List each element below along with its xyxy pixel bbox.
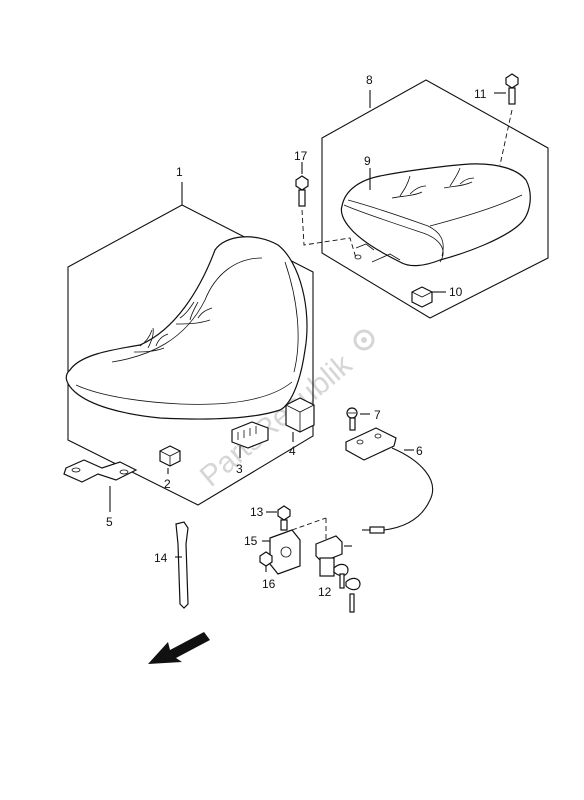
nut-2[interactable] [159, 445, 181, 467]
callout-6: 6 [416, 444, 423, 458]
rear-seat[interactable] [340, 163, 531, 267]
main-seat-group [65, 182, 315, 506]
callout-16: 16 [262, 577, 276, 591]
bracket-5[interactable] [63, 459, 138, 512]
callout-8: 8 [366, 73, 373, 87]
gear-icon [353, 329, 375, 351]
callout-11: 11 [474, 87, 487, 101]
band-14[interactable] [175, 521, 189, 609]
callout-5: 5 [106, 515, 113, 529]
bolt-16[interactable] [259, 551, 273, 572]
lock-bracket-15[interactable] [262, 529, 301, 575]
callout-3: 3 [236, 462, 243, 476]
callout-2: 2 [164, 477, 171, 491]
rear-seat-frame [321, 79, 549, 319]
callout-labels: 1 2 3 4 5 6 7 8 9 10 11 12 13 14 15 16 1… [106, 73, 487, 599]
callout-13: 13 [250, 505, 264, 519]
callout-17: 17 [294, 149, 308, 163]
seat-lock-set-12[interactable] [315, 535, 361, 613]
callout-1: 1 [176, 165, 183, 179]
seat-lock-cable-6[interactable] [345, 427, 434, 534]
seat-cushion-block-4[interactable] [285, 397, 315, 433]
rear-seat-group [295, 73, 549, 319]
callout-12: 12 [318, 585, 332, 599]
front-arrow-icon [148, 632, 210, 664]
callout-14: 14 [154, 551, 168, 565]
callout-7: 7 [374, 408, 381, 422]
bolt-7[interactable] [346, 407, 370, 431]
callout-4: 4 [289, 444, 296, 458]
callout-15: 15 [244, 534, 258, 548]
callout-10: 10 [449, 285, 463, 299]
main-seat[interactable] [65, 236, 308, 420]
bolt-13[interactable] [266, 505, 291, 531]
nut-10[interactable] [411, 286, 446, 308]
bolt-11[interactable] [494, 73, 519, 105]
bolt-17[interactable] [295, 162, 309, 207]
damper-3[interactable] [231, 421, 269, 449]
callout-9: 9 [364, 154, 371, 168]
